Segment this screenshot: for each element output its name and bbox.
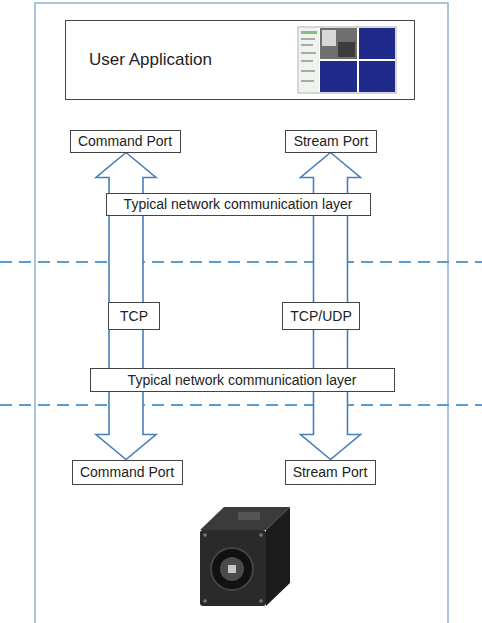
outer-frame xyxy=(35,3,448,623)
node-label: User Application xyxy=(89,50,212,70)
node-label: TCP xyxy=(120,308,148,324)
node-label: Typical network communication layer xyxy=(128,372,357,388)
node-label: TCP/UDP xyxy=(290,308,351,324)
node-label: Typical network communication layer xyxy=(124,196,353,212)
node-label: Stream Port xyxy=(293,464,368,480)
layer-box: Typical network communication layer xyxy=(106,193,371,216)
camera-illustration xyxy=(200,507,290,606)
port-box: Stream Port xyxy=(285,460,376,485)
node-label: Stream Port xyxy=(294,133,369,149)
protocol-box: TCP/UDP xyxy=(282,302,360,330)
port-box: Command Port xyxy=(70,130,181,153)
application-box: User Application xyxy=(65,20,415,100)
dashed-divider xyxy=(0,404,482,406)
port-box: Stream Port xyxy=(285,130,377,153)
protocol-box: TCP xyxy=(108,302,160,330)
layer-box: Typical network communication layer xyxy=(90,368,395,392)
node-label: Command Port xyxy=(80,464,174,480)
dashed-divider xyxy=(0,261,482,263)
app-screenshot xyxy=(298,27,396,93)
node-label: Command Port xyxy=(78,133,172,149)
port-box: Command Port xyxy=(72,460,183,485)
